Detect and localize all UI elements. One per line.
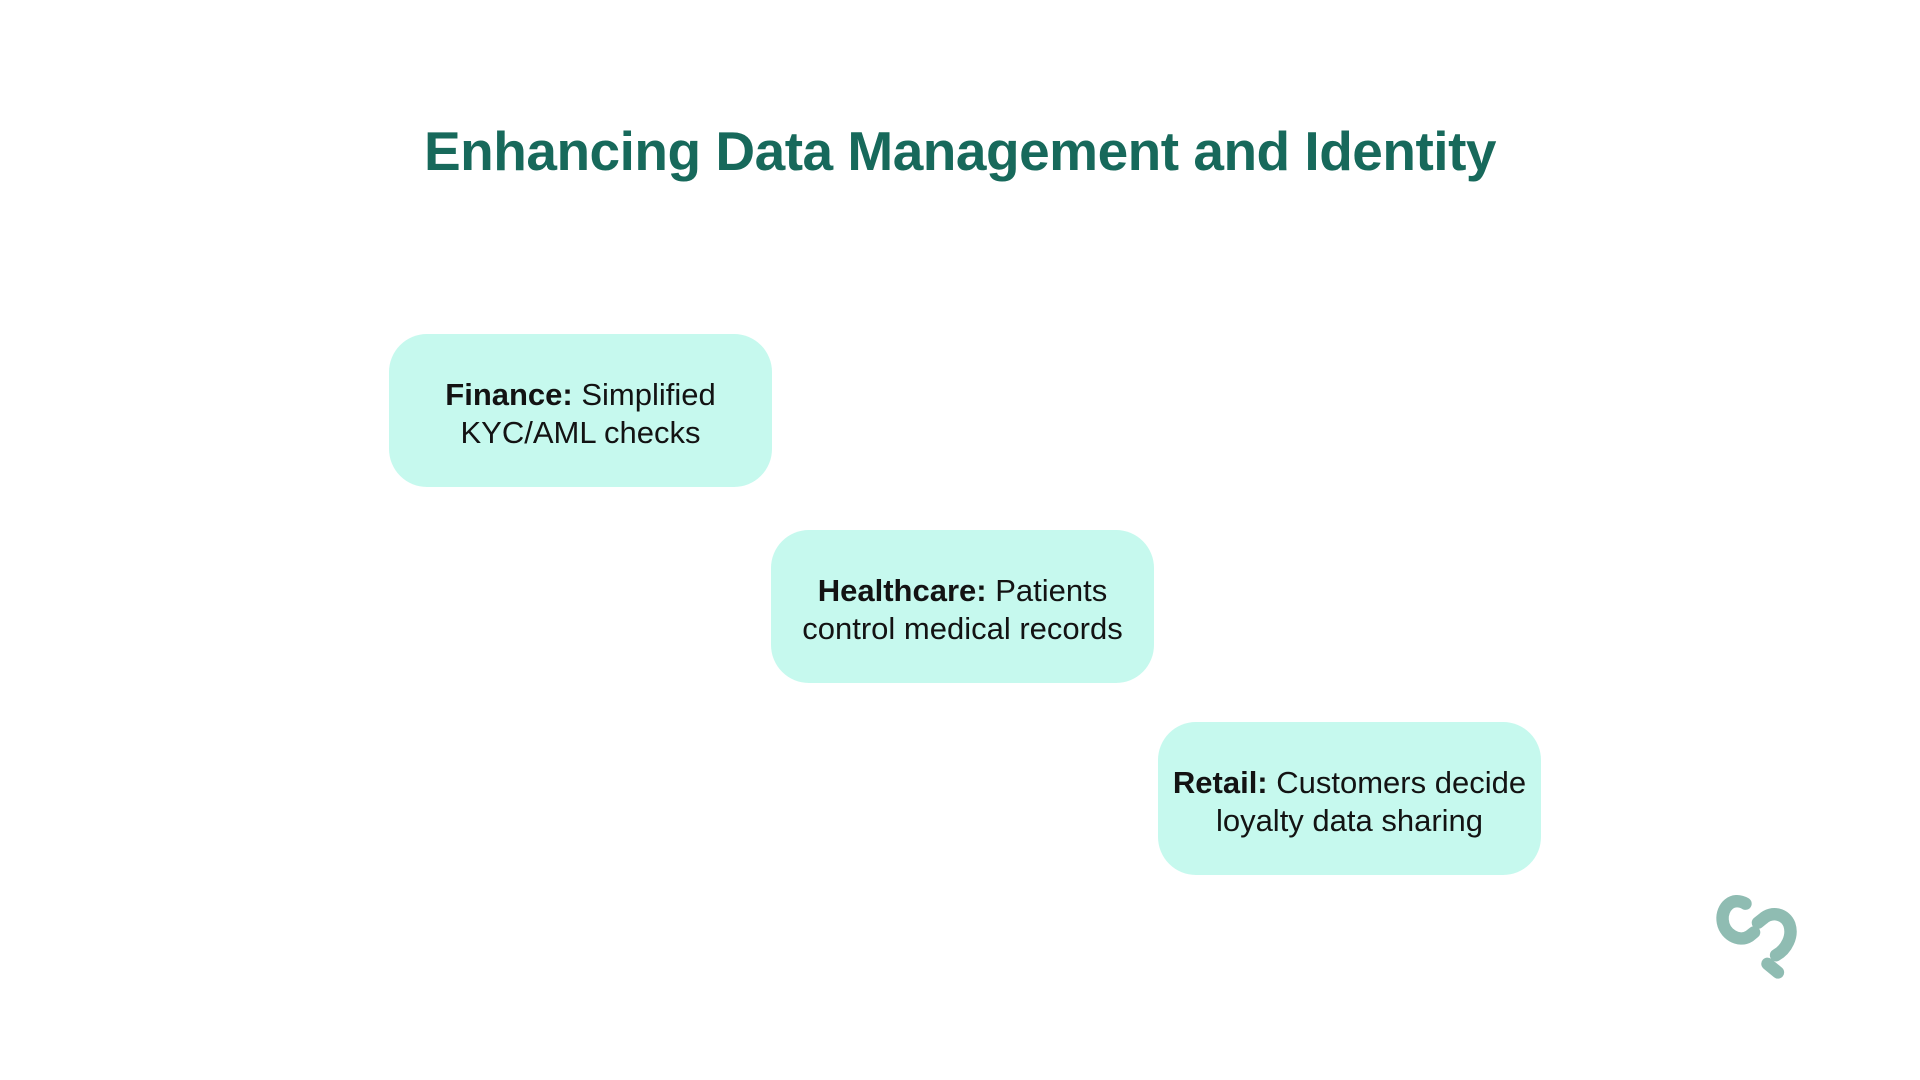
finance-card-label: Finance: (445, 376, 573, 412)
retail-card-label: Retail: (1172, 764, 1268, 800)
finance-card: Finance: Simplified KYC/AML checks (389, 334, 772, 487)
healthcare-card-label: Healthcare: (817, 572, 987, 608)
retail-card-description: Customers decide loyalty data sharing (1215, 764, 1527, 838)
finance-card-text: Finance: Simplified KYC/AML checks (445, 376, 715, 452)
storydoc-logo[interactable] (1714, 893, 1798, 985)
healthcare-card: Healthcare: Patients control medical rec… (771, 530, 1154, 683)
retail-card-text: Retail: Customers decide loyalty data sh… (1173, 764, 1526, 840)
slide-title: Enhancing Data Management and Identity (424, 120, 1496, 182)
retail-card: Retail: Customers decide loyalty data sh… (1158, 722, 1541, 875)
finance-card-description: Simplified KYC/AML checks (460, 376, 716, 450)
logo-top-hook (1716, 895, 1761, 945)
storydoc-logo-icon (1716, 895, 1797, 979)
logo-bottom-hook (1751, 908, 1797, 962)
healthcare-card-text: Healthcare: Patients control medical rec… (802, 572, 1122, 648)
healthcare-card-description: Patients control medical records (802, 572, 1123, 646)
logo-dash (1761, 957, 1785, 979)
